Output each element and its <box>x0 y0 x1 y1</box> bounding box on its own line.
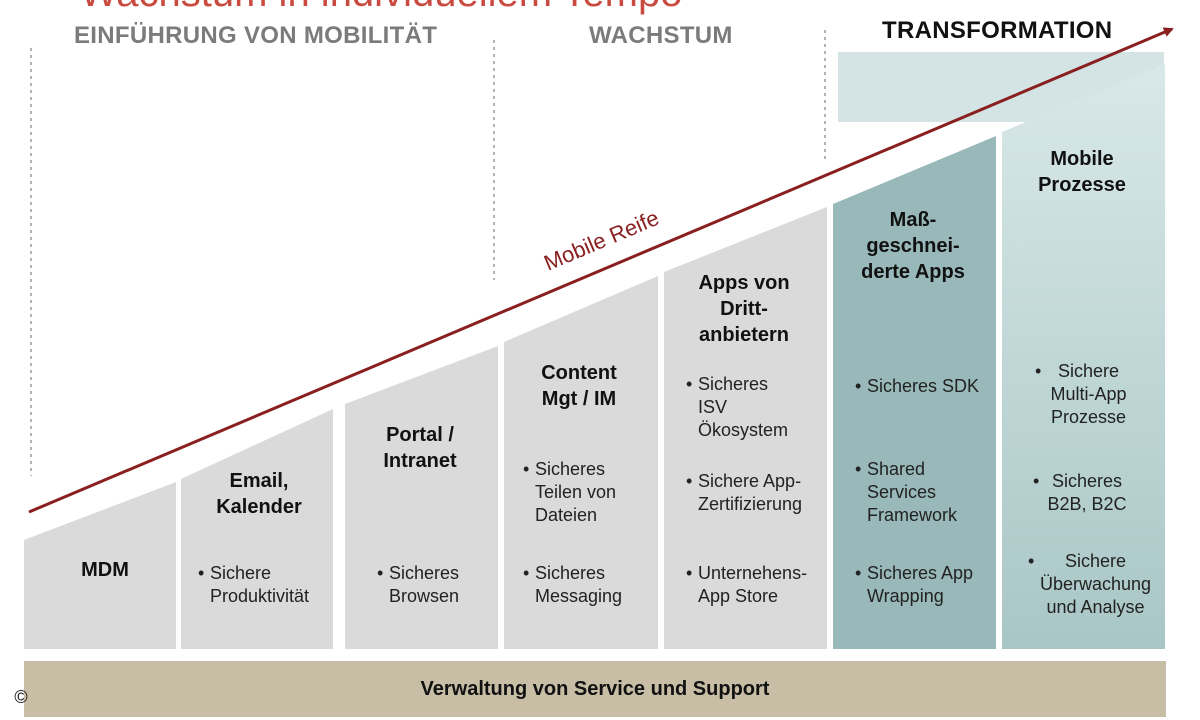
bullet-apps-1: •Sicheres ISV Ökosystem <box>686 374 789 440</box>
column-title-apps: Apps von Dritt- anbietern <box>698 272 790 346</box>
phase-header-growth: WACHSTUM <box>589 22 733 49</box>
service-support-label: Verwaltung von Service und Support <box>420 677 770 700</box>
title-fragment: Wachstum in individuellem Tempo <box>80 0 682 15</box>
maturity-arrow-label: Mobile Reife <box>540 205 662 276</box>
bullet-processes-3: •Sichere Überwachung und Analyse <box>1028 551 1152 617</box>
phase-header-transformation: TRANSFORMATION <box>882 17 1113 44</box>
bullet-apps-3: •Unternehens- App Store <box>686 563 808 606</box>
column-processes-shape <box>1002 64 1165 649</box>
column-title-portal: Portal / Intranet <box>383 424 457 472</box>
bullet-content-2: •Sicheres Messaging <box>523 563 623 606</box>
column-content-shape <box>504 276 658 649</box>
column-title-processes: Mobile Prozesse <box>1038 148 1126 196</box>
column-title-email: Email, Kalender <box>216 470 302 518</box>
maturity-arrow <box>28 27 1174 514</box>
column-portal-shape <box>345 346 498 649</box>
bullet-portal-1: •Sicheres Browsen <box>377 563 460 606</box>
bullet-processes-1: •Sichere Multi-App Prozesse <box>1035 361 1127 427</box>
bullet-content-1: •Sicheres Teilen von Dateien <box>523 459 617 525</box>
bullet-processes-2: •Sicheres B2B, B2C <box>1033 471 1127 514</box>
column-mdm-shape <box>24 482 176 649</box>
bullet-custom-apps-3: •Sicheres App Wrapping <box>855 563 974 606</box>
bullet-custom-apps-1: •Sicheres SDK <box>855 376 980 396</box>
column-email-shape <box>181 409 333 649</box>
bullet-email-1: •Sichere Produktivität <box>198 563 310 606</box>
column-custom-apps-shape <box>833 136 996 649</box>
service-support-bar: Verwaltung von Service und Support <box>24 661 1166 717</box>
column-title-custom-apps: Maß- geschnei- derte Apps <box>861 209 965 283</box>
column-apps-shape <box>664 207 827 649</box>
column-title-content: Content Mgt / IM <box>541 362 617 410</box>
column-title-mdm: MDM <box>81 559 129 581</box>
phase-header-intro: EINFÜHRUNG VON MOBILITÄT <box>74 22 438 49</box>
bullet-custom-apps-2: •Shared Services Framework <box>855 459 958 525</box>
copyright-icon: © <box>14 687 28 707</box>
bullet-apps-2: •Sichere App- Zertifizierung <box>686 471 803 514</box>
